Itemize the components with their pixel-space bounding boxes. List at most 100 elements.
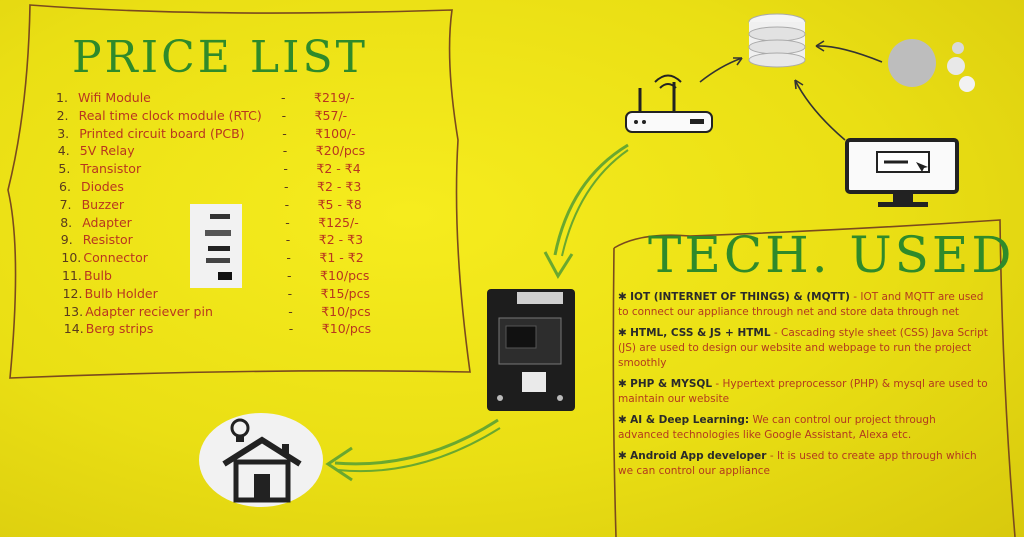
tech-used-title: TECH. USED bbox=[648, 226, 1015, 284]
tech-used-item: ✱ Android App developer - It is used to … bbox=[618, 449, 988, 479]
item-dash: - bbox=[284, 179, 289, 194]
item-dash: - bbox=[285, 214, 290, 230]
tech-item-head: IOT (INTERNET OF THINGS) & (MQTT) bbox=[630, 291, 850, 303]
item-number: 7. bbox=[59, 196, 72, 212]
item-dash: - bbox=[282, 125, 287, 141]
tech-item-text: - IOT and MQTT are used to connect our a… bbox=[618, 291, 984, 318]
item-name: Buzzer bbox=[81, 196, 125, 212]
price-list-item: 11.Bulb - ₹10/pcs bbox=[62, 268, 369, 283]
price-list-item: 5. Transistor - ₹2 - ₹4 bbox=[58, 161, 360, 177]
bullet-icon: ✱ bbox=[618, 327, 631, 339]
item-number: 8. bbox=[60, 214, 73, 230]
item-price: ₹10/pcs bbox=[321, 321, 372, 337]
item-number: 2. bbox=[56, 107, 69, 123]
item-name: Resistor bbox=[82, 232, 133, 248]
item-name: Real time clock module (RTC) bbox=[78, 107, 262, 123]
price-list-item: 1. Wifi Module - ₹219/- bbox=[56, 90, 355, 105]
item-name: Printed circuit board (PCB) bbox=[79, 125, 245, 141]
tech-item-head: AI & Deep Learning: bbox=[630, 414, 750, 426]
bullet-icon: ✱ bbox=[618, 291, 631, 303]
microcontroller-board-icon bbox=[487, 289, 575, 411]
price-list-item: 2. Real time clock module (RTC) - ₹57/- bbox=[56, 107, 348, 123]
price-list-item: 13.Adapter reciever pin - ₹10/pcs bbox=[63, 303, 370, 319]
price-list-item: 9. Resistor - ₹2 - ₹3 bbox=[60, 232, 363, 248]
tech-item-text: - It is used to create app through which… bbox=[618, 450, 977, 477]
bullet-icon: ✱ bbox=[618, 450, 631, 462]
price-list-title: PRICE LIST bbox=[72, 32, 368, 83]
item-name: Bulb bbox=[84, 268, 112, 283]
item-price: ₹57/- bbox=[314, 107, 348, 123]
tech-used-item: ✱ PHP & MYSQL - Hypertext preprocessor (… bbox=[618, 377, 988, 407]
tech-used-frame bbox=[612, 219, 1016, 537]
item-number: 9. bbox=[60, 232, 73, 248]
item-number: 1. bbox=[56, 90, 68, 105]
item-number: 10. bbox=[61, 250, 82, 266]
item-dash: - bbox=[284, 196, 290, 212]
item-price: ₹125/- bbox=[318, 214, 359, 230]
item-number: 12. bbox=[62, 285, 83, 301]
tech-item-head: Android App developer bbox=[630, 450, 767, 462]
item-price: ₹2 - ₹3 bbox=[318, 232, 364, 248]
price-list-item: 8. Adapter - ₹125/- bbox=[60, 214, 359, 230]
item-price: ₹10/pcs bbox=[321, 303, 371, 319]
price-list-item: 3. Printed circuit board (PCB) - ₹100/- bbox=[57, 125, 356, 141]
price-list-item: 10.Connector-₹1 - ₹2 bbox=[61, 250, 363, 266]
item-dash: - bbox=[282, 143, 288, 159]
item-name: Connector bbox=[83, 250, 148, 266]
tech-item-text: We can control our project through advan… bbox=[618, 414, 936, 441]
item-number: 13. bbox=[63, 303, 84, 319]
item-price: ₹2 - ₹4 bbox=[316, 161, 361, 177]
item-dash: - bbox=[285, 232, 291, 248]
item-name: Adapter reciever pin bbox=[85, 303, 213, 319]
price-list-item: 12.Bulb Holder - ₹15/pcs bbox=[62, 285, 370, 301]
item-price: ₹10/pcs bbox=[320, 268, 370, 283]
price-list-item: 4. 5V Relay - ₹20/pcs bbox=[57, 143, 365, 159]
item-price: ₹15/pcs bbox=[320, 285, 370, 301]
bullet-icon: ✱ bbox=[618, 378, 631, 390]
item-number: 3. bbox=[57, 125, 70, 141]
item-dash: - bbox=[287, 285, 293, 301]
computer-monitor-icon bbox=[845, 138, 959, 207]
item-number: 11. bbox=[62, 268, 82, 283]
item-price: ₹100/- bbox=[315, 125, 356, 141]
bullet-icon: ✱ bbox=[618, 414, 631, 426]
price-list-item: 7. Buzzer - ₹5 - ₹8 bbox=[59, 196, 362, 212]
item-name: Bulb Holder bbox=[84, 285, 158, 301]
item-price: ₹219/- bbox=[314, 90, 355, 105]
item-number: 4. bbox=[57, 143, 70, 159]
components-photo bbox=[190, 204, 242, 288]
tech-item-text: - Hypertext preprocessor (PHP) & mysql a… bbox=[618, 378, 988, 405]
item-dash: - bbox=[281, 107, 287, 123]
item-price: ₹5 - ₹8 bbox=[317, 196, 362, 212]
arrow-router-to-board bbox=[543, 143, 629, 279]
tech-used-item: ✱ AI & Deep Learning: We can control our… bbox=[618, 413, 988, 443]
item-name: Diodes bbox=[81, 179, 124, 194]
arrow-board-to-home bbox=[325, 418, 501, 482]
item-dash: - bbox=[281, 90, 286, 105]
item-dash: - bbox=[283, 161, 288, 177]
tech-item-head: PHP & MYSQL bbox=[630, 378, 713, 390]
item-number: 5. bbox=[58, 161, 71, 177]
price-list-frame bbox=[7, 4, 471, 379]
item-number: 14. bbox=[63, 321, 84, 337]
item-name: Wifi Module bbox=[78, 90, 151, 105]
item-name: Adapter bbox=[82, 214, 132, 230]
cloud-icon bbox=[888, 39, 975, 92]
tech-item-text: - Cascading style sheet (CSS) Java Scrip… bbox=[618, 327, 988, 369]
tech-used-item: ✱ HTML, CSS & JS + HTML - Cascading styl… bbox=[618, 326, 988, 371]
item-price: ₹1 - ₹2 bbox=[319, 250, 364, 266]
price-list-item: 14.Berg strips-₹10/pcs bbox=[63, 321, 371, 337]
item-price: ₹20/pcs bbox=[315, 143, 366, 159]
tech-used-item: ✱ IOT (INTERNET OF THINGS) & (MQTT) - IO… bbox=[618, 290, 988, 320]
price-list-item: 6.Diodes-₹2 - ₹3 bbox=[59, 179, 361, 194]
item-dash: - bbox=[288, 303, 293, 319]
item-dash: - bbox=[287, 268, 292, 283]
router-icon bbox=[625, 74, 713, 133]
item-name: Transistor bbox=[80, 161, 142, 177]
tech-item-head: HTML, CSS & JS + HTML bbox=[630, 327, 771, 339]
item-dash: - bbox=[288, 321, 294, 337]
tech-used-list: ✱ IOT (INTERNET OF THINGS) & (MQTT) - IO… bbox=[618, 290, 988, 485]
item-name: 5V Relay bbox=[79, 143, 135, 159]
